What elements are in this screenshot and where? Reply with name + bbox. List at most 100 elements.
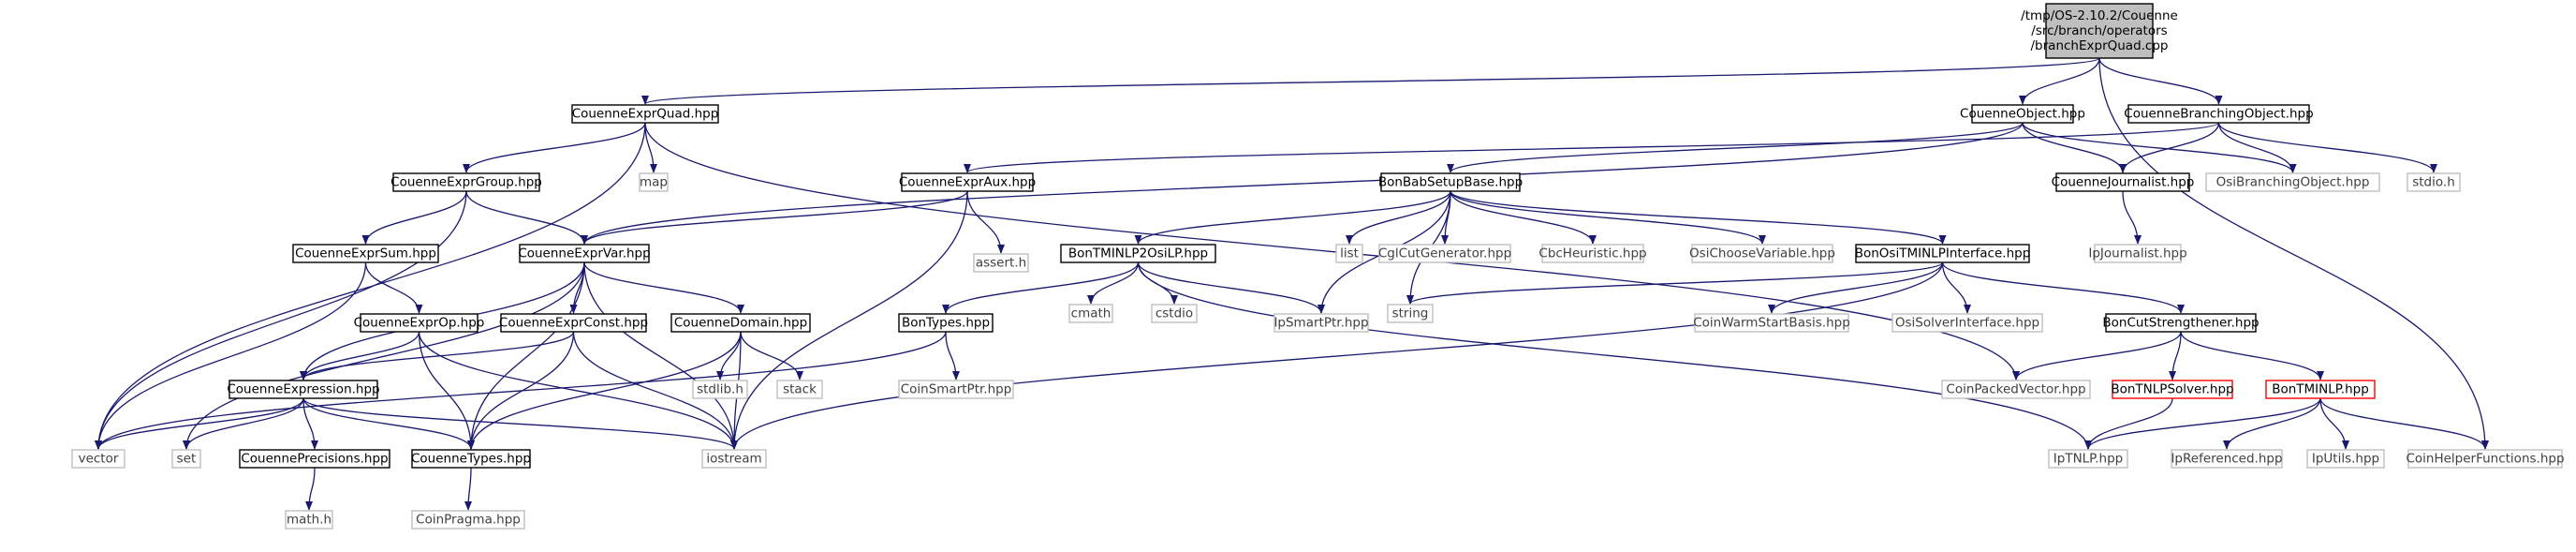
node-cprec[interactable]: CouennePrecisions.hpp <box>239 449 390 469</box>
edge-btminlp-to-iptnlp <box>2084 397 2321 450</box>
edge-bosi-to-osisi <box>1941 261 1971 314</box>
node-cstdio: cstdio <box>1151 304 1198 323</box>
node-cgrp[interactable]: CouenneExprGroup.hpp <box>390 172 542 192</box>
node-box <box>2205 172 2380 192</box>
node-osibo: OsiBranchingObject.hpp <box>2205 172 2380 192</box>
node-cconst[interactable]: CouenneExprConst.hpp <box>499 313 648 333</box>
node-box <box>519 244 650 263</box>
node-box <box>1892 313 2043 333</box>
node-chf: CoinHelperFunctions.hpp <box>2406 449 2565 469</box>
edge-bosi-to-iostream <box>730 261 1944 450</box>
node-iptnlp: IpTNLP.hpp <box>2048 449 2128 469</box>
node-box <box>2265 380 2376 399</box>
node-box <box>171 449 201 469</box>
edge-cvar-to-ctypes <box>467 261 585 450</box>
edge-cbo-to-cjour <box>2119 122 2220 173</box>
node-box <box>2045 3 2154 59</box>
node-caux[interactable]: CouenneExprAux.hpp <box>899 172 1036 192</box>
edge-cob-to-bbsb <box>1447 122 2024 173</box>
node-btypes[interactable]: BonTypes.hpp <box>898 313 994 333</box>
edge-cjour-to-ipjour <box>2122 190 2142 245</box>
node-box <box>500 313 647 333</box>
node-label: CouenneExprOp.hpp <box>354 316 485 331</box>
node-bosi[interactable]: BonOsiTMINLPInterface.hpp <box>1855 244 2031 263</box>
edge-bbsb-to-list <box>1346 190 1451 245</box>
node-box <box>1691 244 1833 263</box>
node-list: list <box>1335 244 1363 263</box>
node-box <box>639 172 669 192</box>
node-osicv: OsiChooseVariable.hpp <box>1689 244 1835 263</box>
edge-cbo-to-osibo <box>2217 122 2297 173</box>
node-box <box>701 449 767 469</box>
node-label: string <box>1392 306 1429 321</box>
node-cpragma: CoinPragma.hpp <box>411 510 525 530</box>
node-box <box>392 172 540 192</box>
node-bbsb[interactable]: BonBabSetupBase.hpp <box>1378 172 1523 192</box>
node-cvar[interactable]: CouenneExprVar.hpp <box>518 244 651 263</box>
edge-cbo-to-stdio <box>2217 122 2437 173</box>
node-box <box>228 380 378 399</box>
node-label: CouenneExprVar.hpp <box>518 246 650 261</box>
node-box <box>360 313 478 333</box>
node-label: CouennePrecisions.hpp <box>241 452 388 467</box>
node-btminlp[interactable]: BonTMINLP.hpp <box>2265 380 2376 399</box>
node-cob[interactable]: CouenneObject.hpp <box>1960 104 2085 124</box>
node-bcs[interactable]: BonCutStrengthener.hpp <box>2102 313 2260 333</box>
node-root[interactable]: /tmp/OS-2.10.2/Couenne/src/branch/operat… <box>2021 3 2178 59</box>
edge-bosi-to-bcs <box>1941 261 2185 314</box>
node-btm2o[interactable]: BonTMINLP2OsiLP.hpp <box>1060 244 1216 263</box>
node-label: CoinPragma.hpp <box>416 513 521 528</box>
edge-cexpr-to-set <box>183 397 304 450</box>
edge-bbsb-to-bosi <box>1450 190 1947 245</box>
node-label: CoinHelperFunctions.hpp <box>2406 452 2564 467</box>
node-box <box>2105 313 2257 333</box>
edge-cqd-to-map <box>644 122 657 173</box>
node-label: math.h <box>287 513 331 528</box>
node-asrt: assert.h <box>973 253 1029 273</box>
dependency-nodes: /tmp/OS-2.10.2/Couenne/src/branch/operat… <box>71 3 2565 530</box>
edge-btnlps-to-iptnlp <box>2084 397 2173 450</box>
node-label: CouenneObject.hpp <box>1960 107 2085 122</box>
node-cbo[interactable]: CouenneBranchingObject.hpp <box>2124 104 2314 124</box>
node-stdlib: stdlib.h <box>692 380 748 399</box>
node-mathh: math.h <box>285 510 333 530</box>
node-ipjour: IpJournalist.hpp <box>2088 244 2187 263</box>
node-box <box>2127 104 2310 124</box>
edge-cgrp-to-csum <box>361 190 467 245</box>
node-label: list <box>1340 246 1359 261</box>
node-csum[interactable]: CouenneExprSum.hpp <box>292 244 439 263</box>
node-ctypes[interactable]: CouenneTypes.hpp <box>411 449 531 469</box>
node-box <box>285 510 333 530</box>
edge-cgrp-to-cvar <box>465 190 588 245</box>
node-label: BonOsiTMINLPInterface.hpp <box>1855 246 2031 261</box>
node-cdom[interactable]: CouenneDomain.hpp <box>670 313 811 333</box>
edge-cexpr-to-ctypes <box>302 397 475 450</box>
node-box <box>898 380 1014 399</box>
node-label: CbcHeuristic.hpp <box>1538 246 1646 261</box>
node-cpv: CoinPackedVector.hpp <box>1941 380 2091 399</box>
node-cexpr[interactable]: CouenneExpression.hpp <box>227 380 380 399</box>
edge-cexpr-to-vector <box>95 397 304 450</box>
node-cjour[interactable]: CouenneJournalist.hpp <box>2052 172 2195 192</box>
node-label: set <box>177 452 197 467</box>
edge-btm2o-to-iptnlp <box>1137 261 2092 450</box>
node-box <box>1378 244 1511 263</box>
edge-bosi-to-string <box>1406 261 1944 305</box>
edge-btm2o-to-ipsp <box>1137 261 1325 314</box>
node-btnlps[interactable]: BonTNLPSolver.hpp <box>2111 380 2234 399</box>
edge-caux-to-asrt <box>966 190 1005 254</box>
node-box <box>2094 244 2182 263</box>
node-cop[interactable]: CouenneExprOp.hpp <box>354 313 485 333</box>
node-label: CouenneExprQuad.hpp <box>572 107 719 122</box>
node-cqd[interactable]: CouenneExprQuad.hpp <box>571 104 719 124</box>
node-box <box>2407 449 2563 469</box>
node-stack: stack <box>776 380 823 399</box>
edge-cdom-to-ctypes <box>467 331 742 450</box>
node-box <box>1380 172 1521 192</box>
node-label: /tmp/OS-2.10.2/Couenne <box>2021 8 2178 23</box>
node-label: CouenneJournalist.hpp <box>2052 175 2195 190</box>
edge-root-to-cqd <box>641 57 2100 105</box>
node-cglcg: CglCutGenerator.hpp <box>1378 244 1511 263</box>
edge-cbo-to-caux <box>964 122 2220 173</box>
